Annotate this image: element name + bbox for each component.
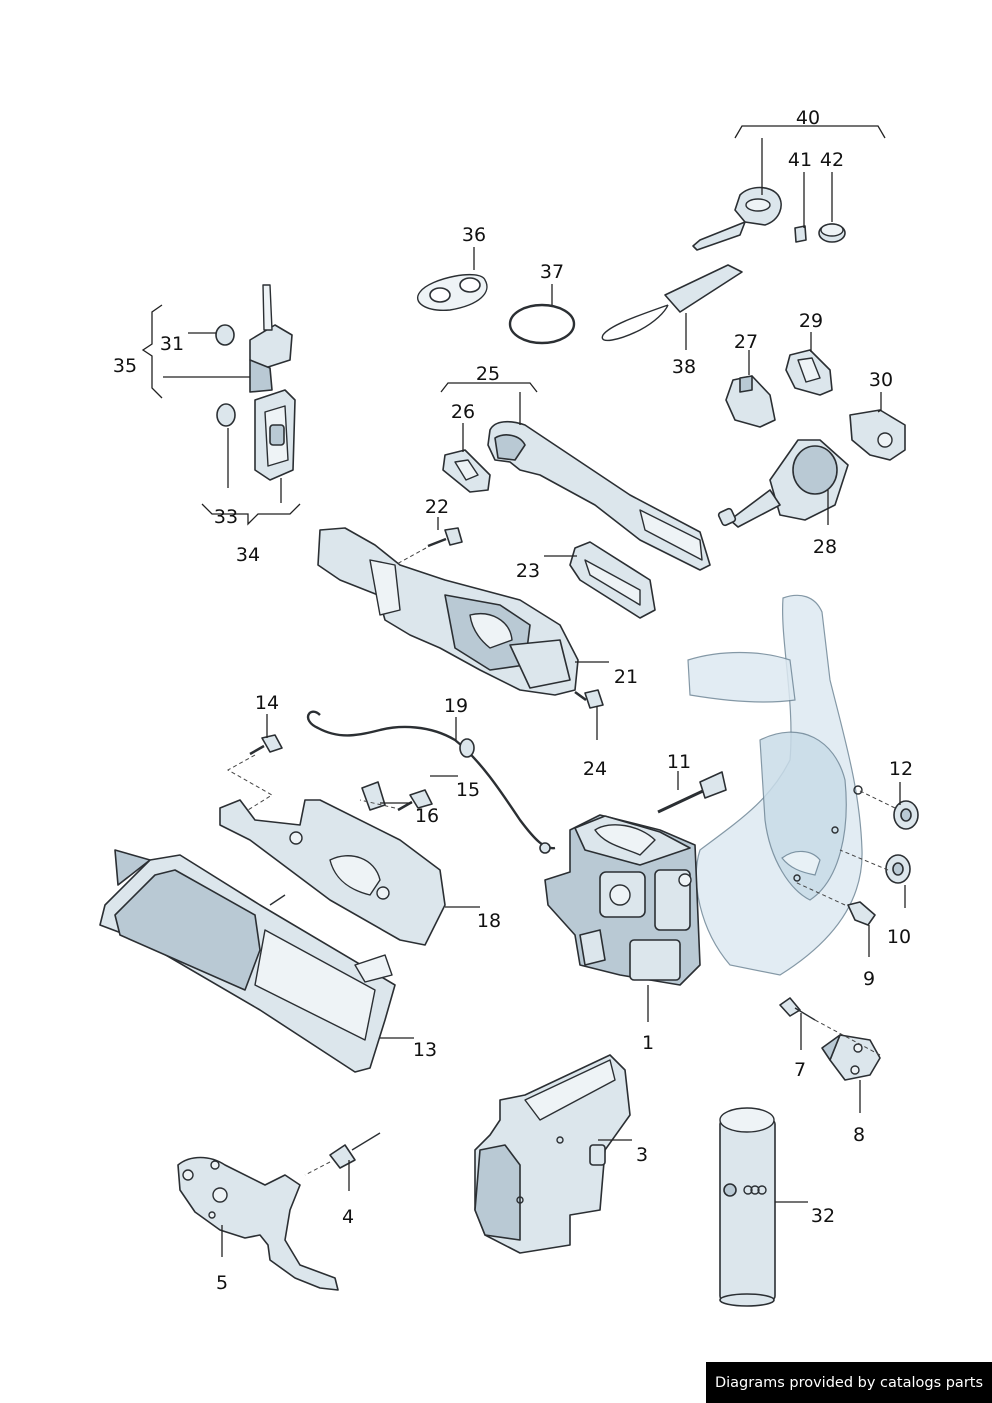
key-tag [601,264,743,342]
rivet-pin [329,1132,381,1169]
door-screw [847,901,876,926]
key-battery-31 [215,324,235,346]
seal-36 [417,273,488,311]
callout-33: 33 [214,506,238,528]
callout-8: 8 [853,1124,865,1146]
screw-24 [574,689,604,709]
screw-22 [427,527,463,548]
callout-9: 9 [863,968,875,990]
callout-13: 13 [413,1039,437,1061]
key-cap-42 [818,223,846,243]
exterior-door-handle [487,420,711,571]
callout-37: 37 [540,261,564,283]
callout-29: 29 [799,310,823,332]
callout-42: 42 [820,149,844,171]
interior-handle-bracket [219,799,446,946]
callout-5: 5 [216,1272,228,1294]
callout-21: 21 [614,666,638,688]
grommet-10 [885,854,911,884]
callout-24: 24 [583,758,607,780]
grease-canister [719,1107,776,1307]
callout-32: 32 [811,1205,835,1227]
callout-26: 26 [451,401,475,423]
callout-41: 41 [788,149,812,171]
key-pin-41 [794,225,807,243]
callout-14: 14 [255,692,279,714]
door-frame-outline [687,594,863,976]
callout-1: 1 [642,1032,654,1054]
callout-23: 23 [516,560,540,582]
handle-gasket-front [442,449,491,493]
lock-cylinder-cap-27 [725,375,776,428]
callout-25: 25 [476,363,500,385]
remote-key-housing [254,389,296,481]
callout-27: 27 [734,331,758,353]
interior-handle-housing [99,849,396,1073]
diagram-credit-banner: Diagrams provided by catalogs parts [706,1362,992,1403]
callout-22: 22 [425,496,449,518]
exterior-handle-carrier [317,527,579,696]
callout-19: 19 [444,695,468,717]
actuator-rod [657,771,727,814]
callout-4: 4 [342,1206,354,1228]
lock-bezel-30 [849,409,906,461]
callout-30: 30 [869,369,893,391]
assembly-guides [226,547,896,1176]
callout-3: 3 [636,1144,648,1166]
callout-labels: 40 41 42 36 37 38 27 29 30 25 26 28 22 2… [113,107,913,1294]
key [692,186,782,251]
callout-12: 12 [889,758,913,780]
callout-16: 16 [415,805,439,827]
striker-screw [779,997,816,1021]
screw-14 [249,734,283,756]
remote-key-blade [249,284,293,393]
callout-15: 15 [456,779,480,801]
credit-text: Diagrams provided by catalogs parts [714,1374,984,1391]
callout-31: 31 [160,333,184,355]
callout-10: 10 [887,926,911,948]
callout-18: 18 [477,910,501,932]
clip-16 [361,781,386,811]
leader-lines [141,125,906,1257]
callout-40: 40 [796,107,820,129]
callout-7: 7 [794,1059,806,1081]
seal-ring-37 [508,303,576,345]
key-battery-33 [216,403,236,427]
callout-34: 34 [236,544,260,566]
release-cable [306,710,556,854]
callout-28: 28 [813,536,837,558]
lever-bracket [177,1156,339,1291]
trim-cover-29 [785,349,833,396]
lock-housing-bracket [474,1054,631,1254]
door-lock-mechanism [544,814,701,986]
grommet-12 [893,800,919,830]
callout-35: 35 [113,355,137,377]
callout-36: 36 [462,224,486,246]
callout-38: 38 [672,356,696,378]
striker-plate [821,1034,881,1081]
handle-gasket-rear [569,541,656,619]
callout-11: 11 [667,751,691,773]
